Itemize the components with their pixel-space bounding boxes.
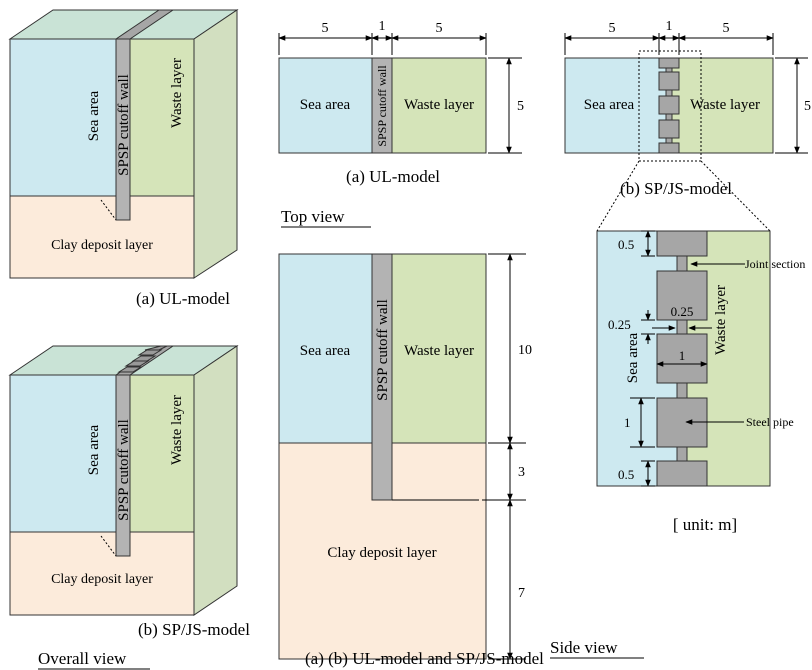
top-ul-caption: (a) UL-model: [346, 167, 440, 186]
spjs-top-pipe-3: [658, 95, 680, 115]
side-waste-label: Waste layer: [404, 343, 474, 359]
ul-top-sea-label: Sea area: [300, 97, 351, 113]
detail-dim-joint: 0.25: [671, 304, 694, 319]
ul-clay-face: [9, 195, 195, 279]
spjs-top-dim-left: 5: [609, 21, 616, 36]
side-dim-lower: 7: [518, 586, 525, 601]
side-dim-embed: 3: [518, 465, 525, 480]
detail-sea-label: Sea area: [625, 332, 641, 383]
spjs-top-sea: [564, 57, 670, 154]
detail-joint-label: Joint section: [745, 257, 805, 271]
ul-top-dim-right: 5: [436, 21, 443, 36]
spjs-top-sea-label: Sea area: [584, 97, 635, 113]
ul-top-dim-wall: 1: [379, 19, 386, 34]
ul-wall-top: [114, 9, 175, 40]
spjs-top-pipe-2: [658, 71, 680, 91]
spjs-top-detail-frame: [638, 50, 702, 162]
overall-ul-caption: (a) UL-model: [136, 289, 230, 308]
ul-top-dim-left: 5: [322, 21, 329, 36]
top-view-ul: 5 1 5 Sea area SPSP cutoff wall Waste la…: [278, 19, 524, 154]
ul-wall-label: SPSP cutoff wall: [116, 74, 132, 176]
ul-top-sea: [278, 57, 373, 154]
overall-ul-model: Sea area SPSP cutoff wall Waste layer Cl…: [8, 9, 239, 279]
spjs-right-face: [193, 345, 238, 616]
side-clay-label: Clay deposit layer: [327, 545, 436, 561]
spjs-waste-face: [129, 374, 195, 533]
top-spjs-caption: (b) SP/JS-model: [620, 179, 732, 198]
detail-dim-width: 1: [679, 348, 686, 363]
overall-spjs-model: Sea area SPSP cutoff wall Waste layer Cl…: [8, 345, 239, 616]
pipe-top-4: [124, 360, 150, 367]
ul-waste-label: Waste layer: [169, 58, 185, 128]
side-dim-upper: 10: [518, 343, 532, 358]
ul-top-dim-depth: 5: [517, 99, 524, 114]
side-wall: [371, 253, 393, 501]
detail-waste-label: Waste layer: [713, 285, 729, 355]
detail-pipe-5: [656, 460, 708, 487]
ul-top-wall-label: SPSP cutoff wall: [375, 65, 389, 147]
detail-dim-top: 0.5: [618, 237, 634, 252]
spjs-sea-face: [9, 374, 117, 533]
pipe-top-2: [137, 349, 163, 356]
spjs-clay-face: [9, 531, 195, 616]
ul-top-waste-label: Waste layer: [404, 97, 474, 113]
spjs-sea-label: Sea area: [86, 424, 102, 475]
detail-dim-gap: 0.25: [608, 317, 631, 332]
side-wall-label: SPSP cutoff wall: [375, 299, 391, 401]
side-caption: (a) (b) UL-model and SP/JS-model: [305, 649, 544, 668]
detail-pipe-1: [656, 230, 708, 257]
unit-note: [ unit: m]: [673, 515, 737, 534]
ul-right-face: [193, 9, 238, 279]
spjs-top-dim-depth: 5: [804, 99, 811, 114]
spjs-clay-label: Clay deposit layer: [51, 572, 153, 587]
detail-view: Sea area Waste layer 0.5 Joint section 0…: [596, 230, 805, 487]
detail-dim-bottom: 0.5: [618, 467, 634, 482]
spjs-top-pipe-1: [658, 57, 680, 69]
top-view-spjs: 5 1 5 Sea area Waste layer 5: [564, 19, 811, 162]
side-sea-label: Sea area: [300, 343, 351, 359]
pipe-top-5: [117, 366, 143, 373]
overall-view-title: Overall view: [38, 649, 127, 668]
top-view-title: Top view: [281, 207, 345, 226]
spjs-top-pipe-5: [658, 142, 680, 154]
side-waste: [391, 253, 487, 444]
overall-spjs-caption: (b) SP/JS-model: [138, 620, 250, 639]
ul-sea-label: Sea area: [86, 90, 102, 141]
spjs-top-dim-right: 5: [723, 21, 730, 36]
detail-pipe-2: [656, 270, 708, 321]
spjs-wall-label: SPSP cutoff wall: [116, 419, 132, 521]
detail-dim-height: 1: [624, 415, 631, 430]
ul-clay-label: Clay deposit layer: [51, 238, 153, 253]
detail-steel-pipe-label: Steel pipe: [746, 415, 794, 429]
spjs-top-waste: [668, 57, 774, 154]
ul-waste-face: [129, 38, 195, 197]
ul-top-waste: [391, 57, 487, 154]
side-sea: [278, 253, 373, 444]
spjs-top-waste-label: Waste layer: [690, 97, 760, 113]
spjs-waste-label: Waste layer: [169, 395, 185, 465]
side-view-title: Side view: [550, 638, 618, 657]
spjs-top-dim-wall: 1: [666, 19, 673, 34]
spjs-top-pipe-4: [658, 119, 680, 139]
detail-pipe-3: [656, 333, 708, 384]
side-view: Sea area SPSP cutoff wall Waste layer Cl…: [278, 253, 532, 660]
ul-sea-face: [9, 38, 117, 197]
